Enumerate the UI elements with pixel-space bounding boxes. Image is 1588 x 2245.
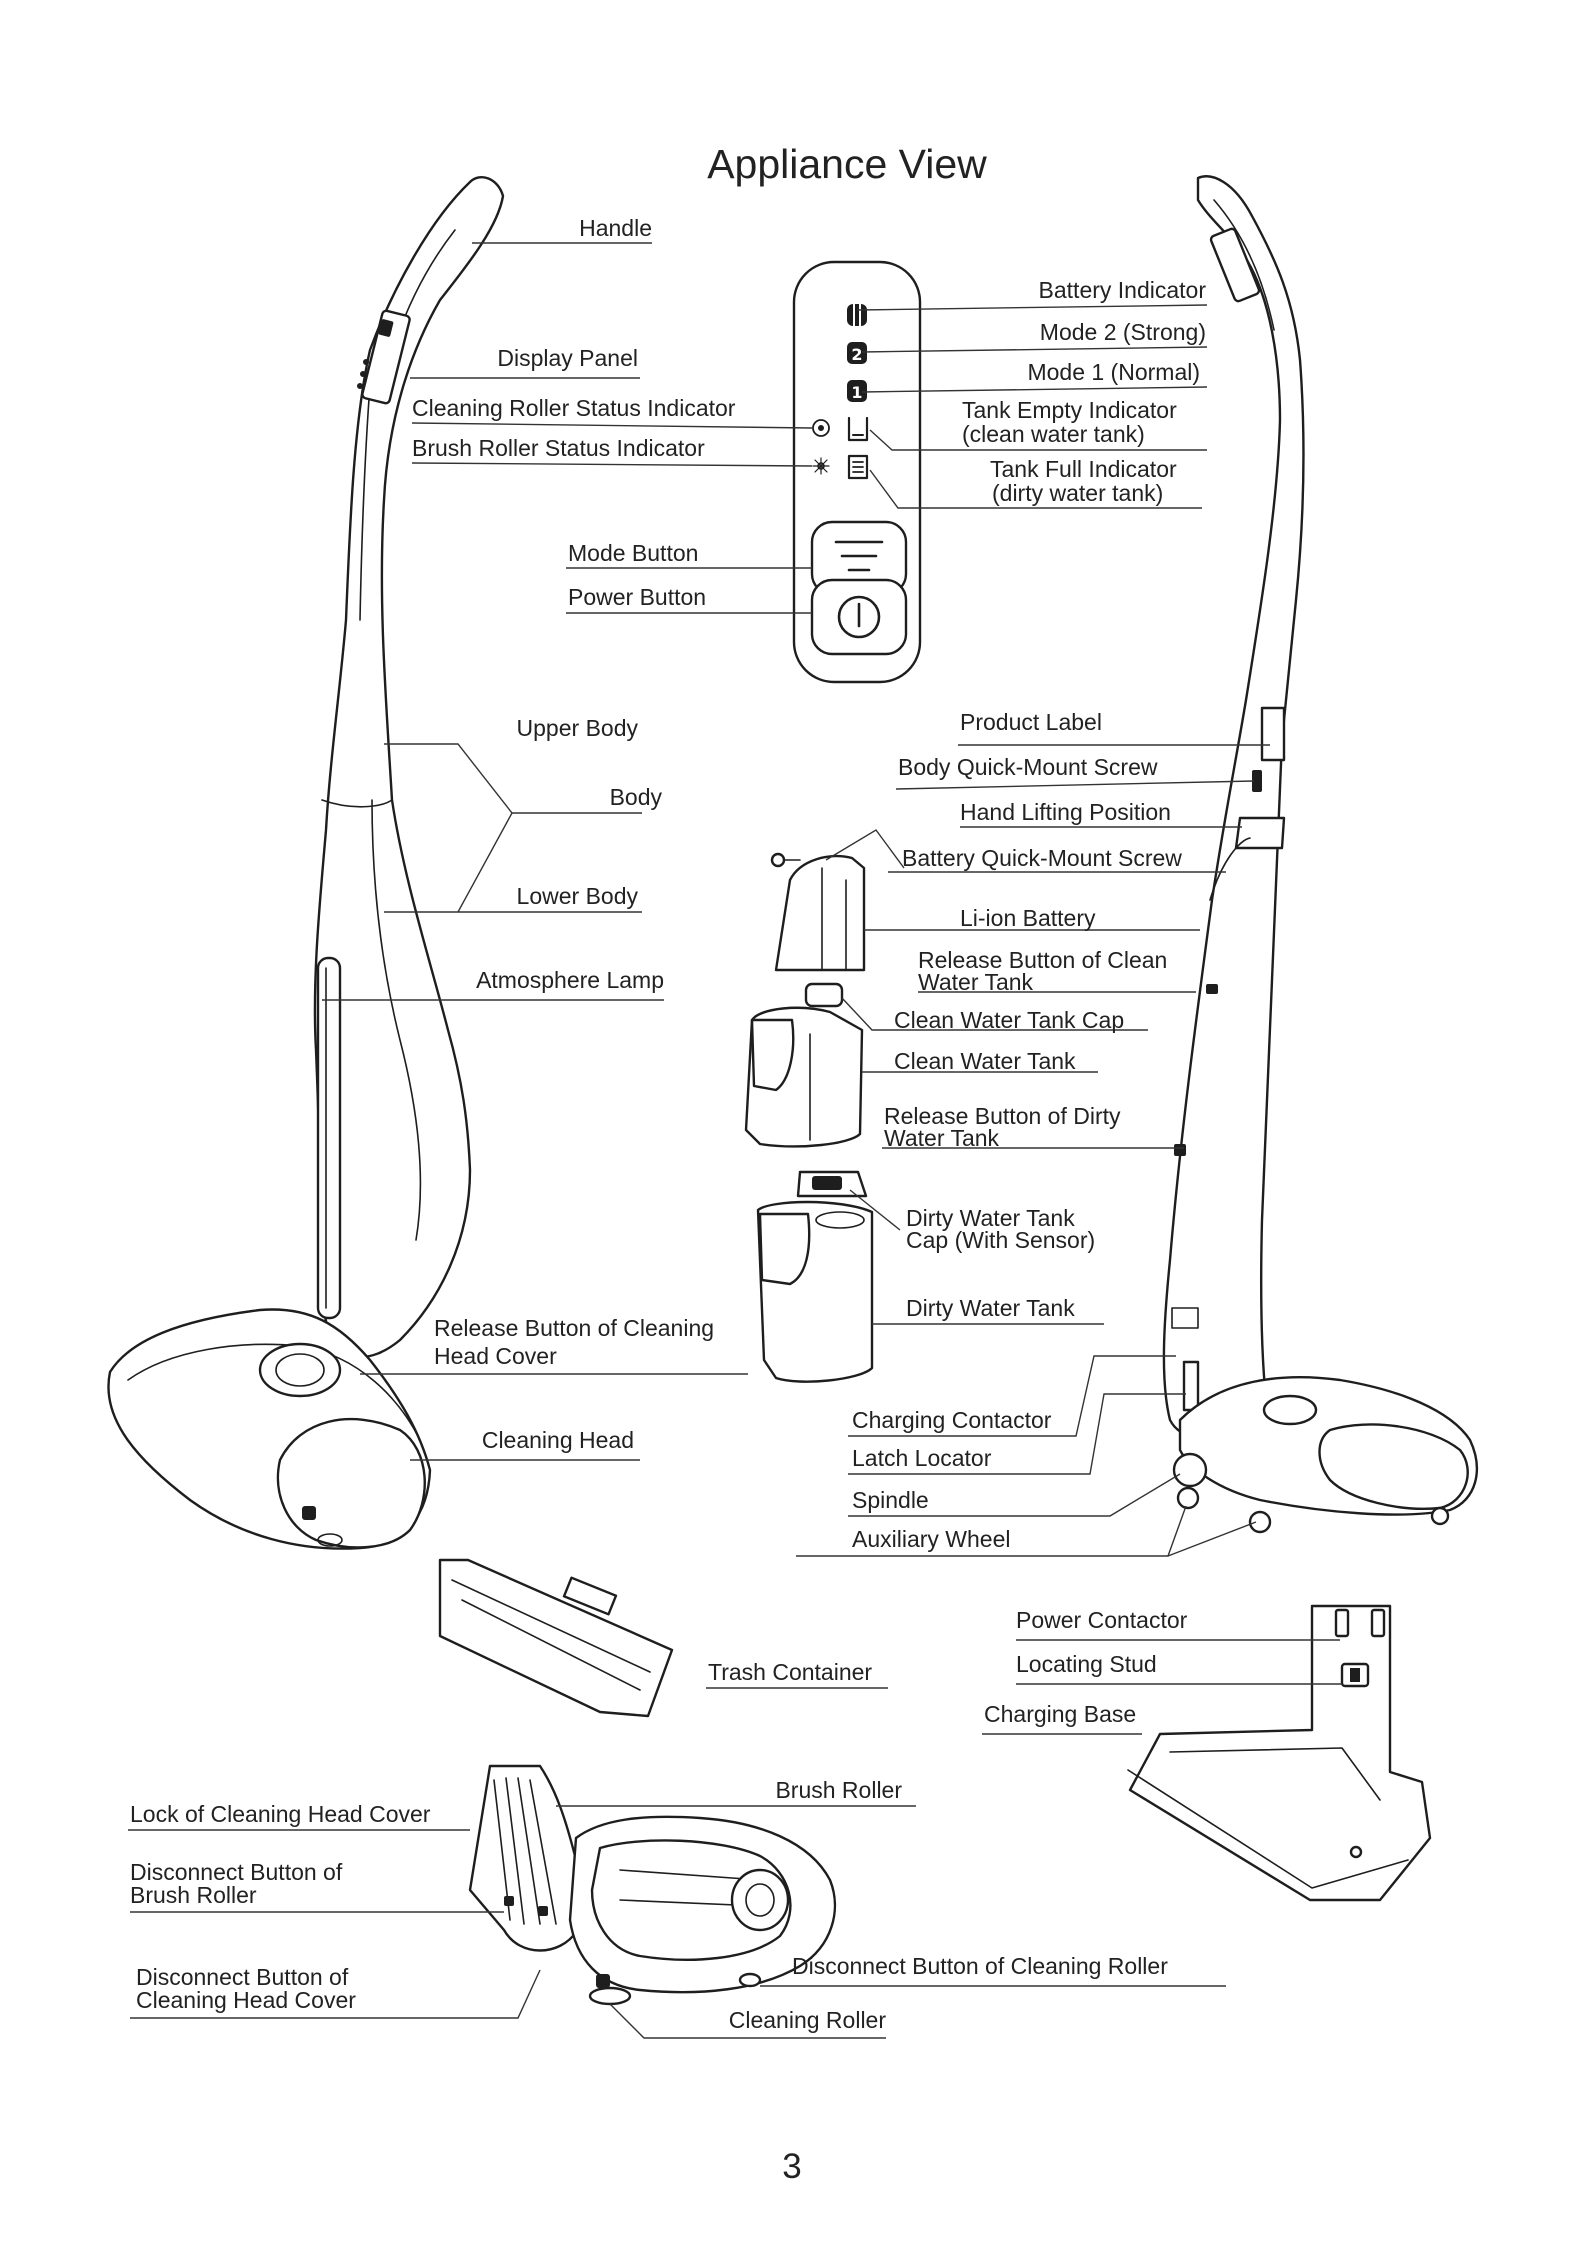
label-li-ion-battery: Li-ion Battery bbox=[960, 905, 1096, 931]
label-mode-1: Mode 1 (Normal) bbox=[1027, 359, 1200, 385]
label-mode-button: Mode Button bbox=[568, 540, 698, 566]
label-power-contactor: Power Contactor bbox=[1016, 1607, 1188, 1633]
label-hand-lifting-position: Hand Lifting Position bbox=[960, 799, 1171, 825]
label-cleaning-roller: Cleaning Roller bbox=[729, 2007, 887, 2033]
label-charging-contactor: Charging Contactor bbox=[852, 1407, 1052, 1433]
label-tank-full-1: Tank Full Indicator bbox=[990, 456, 1177, 482]
label-latch-locator: Latch Locator bbox=[852, 1445, 992, 1471]
label-tank-empty-1: Tank Empty Indicator bbox=[962, 397, 1177, 423]
exploded-parts-drawing bbox=[744, 852, 874, 1383]
label-product-label: Product Label bbox=[960, 709, 1102, 735]
battery-indicator-icon bbox=[847, 304, 867, 326]
label-power-button: Power Button bbox=[568, 584, 706, 610]
label-disconnect-brush-1: Disconnect Button of bbox=[130, 1859, 343, 1885]
label-release-clean-tank-1: Release Button of Clean bbox=[918, 947, 1167, 973]
page-title: Appliance View bbox=[707, 141, 987, 187]
aux-wheel-shape-2 bbox=[1248, 1510, 1272, 1534]
label-mode-2: Mode 2 (Strong) bbox=[1040, 319, 1206, 345]
mode-1-glyph: 1 bbox=[851, 383, 862, 402]
charging-base-drawing bbox=[1127, 1604, 1432, 1902]
tank-full-icon bbox=[847, 454, 869, 480]
left-mop-drawing bbox=[107, 176, 505, 1550]
label-body-quick-mount-screw: Body Quick-Mount Screw bbox=[898, 754, 1158, 780]
label-clean-water-tank: Clean Water Tank bbox=[894, 1048, 1076, 1074]
label-atmosphere-lamp: Atmosphere Lamp bbox=[476, 967, 664, 993]
label-auxiliary-wheel: Auxiliary Wheel bbox=[852, 1526, 1011, 1552]
clean-tank-cap-shape bbox=[804, 982, 844, 1008]
label-handle: Handle bbox=[579, 215, 652, 241]
open-cleaning-head-drawing bbox=[468, 1764, 837, 2006]
label-disconnect-head-cover-2: Cleaning Head Cover bbox=[136, 1987, 356, 2013]
label-brush-roller-status: Brush Roller Status Indicator bbox=[412, 435, 705, 461]
label-disconnect-head-cover-1: Disconnect Button of bbox=[136, 1964, 349, 1990]
page-number: 3 bbox=[782, 2147, 801, 2186]
label-disconnect-brush-2: Brush Roller bbox=[130, 1882, 257, 1908]
label-dirty-water-tank: Dirty Water Tank bbox=[906, 1295, 1075, 1321]
trash-container-drawing bbox=[438, 1558, 674, 1718]
label-body: Body bbox=[610, 784, 663, 810]
callout-labels: Handle Display Panel Cleaning Roller Sta… bbox=[130, 215, 1206, 2033]
label-spindle: Spindle bbox=[852, 1487, 929, 1513]
leader-lines bbox=[128, 242, 1342, 2039]
label-release-dirty-tank-2: Water Tank bbox=[884, 1125, 1000, 1151]
label-upper-body: Upper Body bbox=[517, 715, 639, 741]
label-tank-full-2: (dirty water tank) bbox=[992, 480, 1163, 506]
battery-shape bbox=[774, 854, 866, 972]
mode-2-icon: 2 bbox=[847, 342, 867, 364]
label-release-head-2: Head Cover bbox=[434, 1343, 557, 1369]
label-battery-indicator: Battery Indicator bbox=[1039, 277, 1207, 303]
label-cleaning-head: Cleaning Head bbox=[482, 1427, 634, 1453]
brush-roller-status-icon bbox=[812, 457, 830, 475]
spindle-shape bbox=[1172, 1452, 1208, 1488]
label-dirty-tank-cap-1: Dirty Water Tank bbox=[906, 1205, 1075, 1231]
label-dirty-tank-cap-2: Cap (With Sensor) bbox=[906, 1227, 1095, 1253]
tank-empty-icon bbox=[847, 416, 869, 442]
label-battery-quick-mount-screw: Battery Quick-Mount Screw bbox=[902, 845, 1182, 871]
label-tank-empty-2: (clean water tank) bbox=[962, 421, 1145, 447]
label-release-clean-tank-2: Water Tank bbox=[918, 969, 1034, 995]
mode-2-glyph: 2 bbox=[851, 345, 862, 364]
right-mop-drawing bbox=[1162, 175, 1478, 1534]
aux-wheel-shape-1 bbox=[1176, 1486, 1200, 1510]
label-charging-base: Charging Base bbox=[984, 1701, 1136, 1727]
mode-1-icon: 1 bbox=[847, 380, 867, 402]
label-trash-container: Trash Container bbox=[708, 1659, 872, 1685]
label-clean-tank-cap: Clean Water Tank Cap bbox=[894, 1007, 1124, 1033]
label-locating-stud: Locating Stud bbox=[1016, 1651, 1157, 1677]
product-label-plate bbox=[1260, 706, 1286, 762]
cleaning-roller-status-icon bbox=[812, 419, 830, 437]
label-release-head-1: Release Button of Cleaning bbox=[434, 1315, 714, 1341]
display-panel-detail: 2 1 bbox=[792, 260, 922, 684]
label-disconnect-cleaning-roller: Disconnect Button of Cleaning Roller bbox=[792, 1953, 1168, 1979]
label-release-dirty-tank-1: Release Button of Dirty bbox=[884, 1103, 1121, 1129]
label-display-panel: Display Panel bbox=[497, 345, 638, 371]
label-brush-roller: Brush Roller bbox=[775, 1777, 902, 1803]
label-cleaning-roller-status: Cleaning Roller Status Indicator bbox=[412, 395, 736, 421]
label-lock-head-cover: Lock of Cleaning Head Cover bbox=[130, 1801, 431, 1827]
label-lower-body: Lower Body bbox=[517, 883, 639, 909]
